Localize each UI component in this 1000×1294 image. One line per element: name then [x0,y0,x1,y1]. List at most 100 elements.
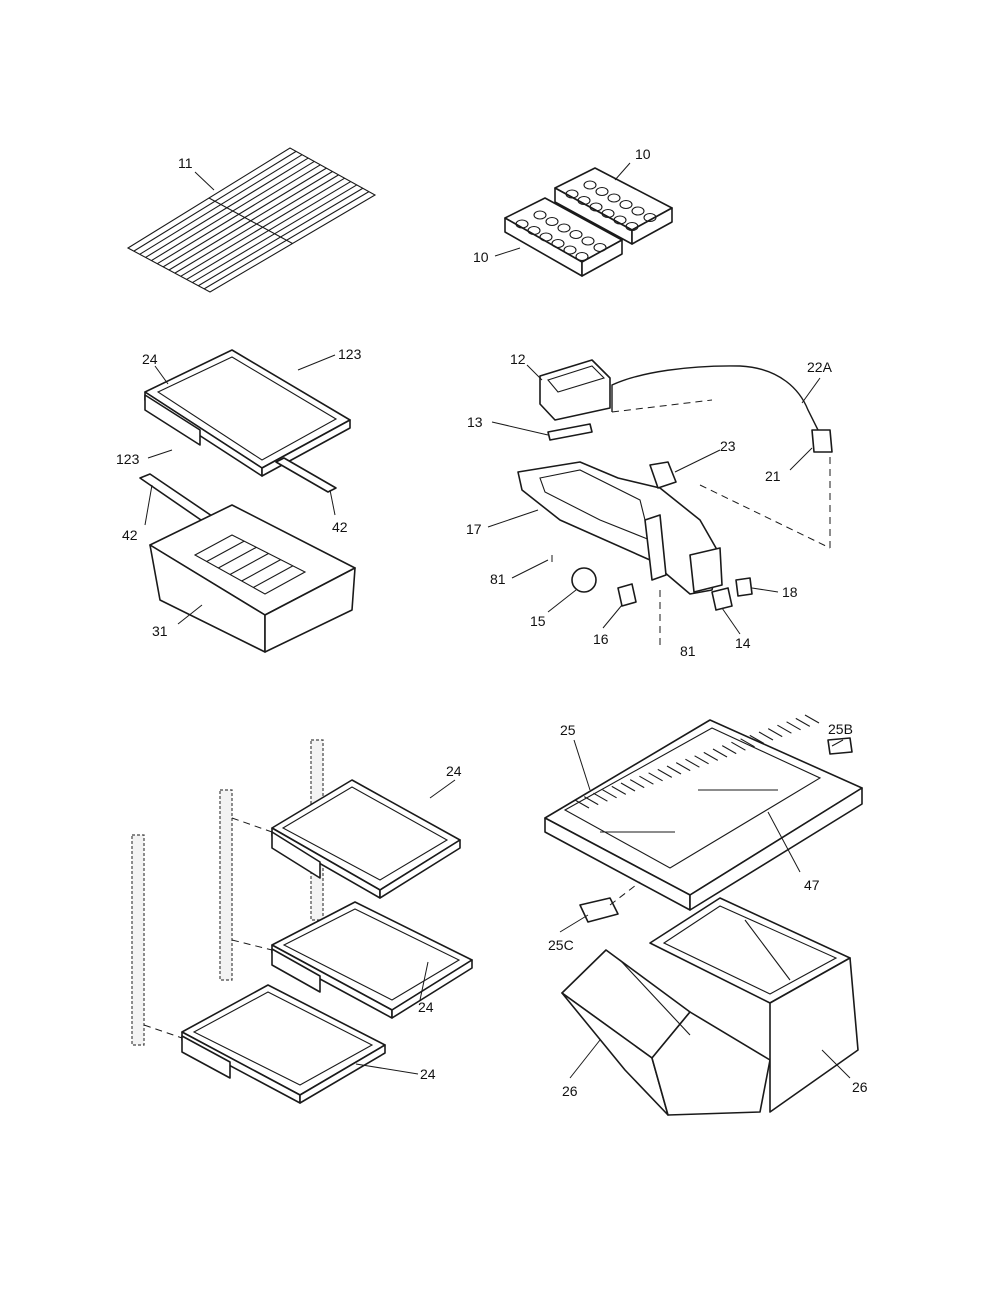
callout-123: 123 [338,346,362,362]
callout-25C: 25C [548,937,574,953]
ice-cube-cell [539,232,553,242]
crisper-drawer-31 [149,504,356,653]
glass-shelf-top [144,349,351,477]
detail-line [666,765,682,775]
ice-cube-cell [527,225,541,236]
detail-line [639,775,654,785]
callout-16: 16 [593,631,609,647]
callout-15: 15 [530,613,546,629]
ice-cube-cell [577,195,591,206]
callout-11: 11 [178,155,193,171]
detail-line [731,741,746,751]
ice-cube-cell [575,251,589,262]
ice-cube-cell [583,180,597,190]
detail-line [657,768,673,778]
callout-81: 81 [680,643,696,659]
ice-cube-cell [625,221,639,232]
detail-line [574,799,590,809]
ice-tray-lower [504,197,623,277]
callout-18: 18 [782,584,798,600]
switch-23 [649,461,677,489]
detail-line [241,559,281,582]
detail-line [685,758,700,768]
callout-24: 24 [418,999,434,1015]
crisper-drawers-26 [561,897,859,1116]
callout-47: 47 [804,877,820,893]
detail-line [602,789,617,799]
callout-10: 10 [473,249,489,265]
grommet-18 [735,577,753,597]
ice-cube-cell [619,199,633,210]
callout-21: 21 [765,468,781,484]
clip-14 [711,587,733,611]
callout-81: 81 [490,571,506,587]
wire-harness-22A [611,365,819,431]
ice-cube-cell [589,202,603,212]
ice-cube-cell [565,189,579,199]
detail-line [767,728,783,738]
ice-cube-cell [563,245,577,255]
callout-14: 14 [735,635,751,651]
callout-13: 13 [467,414,483,430]
detail-line [229,553,269,575]
detail-line [703,751,719,761]
detail-line [675,762,691,772]
ice-cube-cell [631,206,645,216]
detail-line [218,546,257,569]
callout-42: 42 [332,519,348,535]
detail-line [620,782,636,792]
detail-line [611,785,627,795]
detail-line [629,779,645,789]
ice-cube-cell [551,238,565,249]
callout-25B: 25B [828,721,853,737]
ice-cube-cell [557,223,571,233]
ice-cube-cell [593,242,607,253]
detail-line [253,565,294,588]
detail-line [208,197,293,244]
ice-cube-cell [601,208,615,219]
ice-tray-upper [554,167,673,245]
connector-21 [811,429,833,453]
callout-24: 24 [446,763,462,779]
glass-shelf-stack [143,779,473,1104]
ice-cube-cell [533,210,547,220]
wire-shelf [126,147,377,293]
detail-line [804,714,820,724]
callout-24: 24 [420,1066,436,1082]
bracket-25B [827,737,853,755]
detail-line [758,731,774,741]
ice-cube-cell [613,215,627,225]
callout-26: 26 [852,1079,868,1095]
crisper-cover-25 [544,714,863,923]
ice-cube-cell [595,186,609,197]
detail-line [795,717,811,727]
detail-line [740,738,755,748]
bulb-15 [571,567,597,593]
detail-line [648,772,663,782]
callout-31: 31 [152,623,168,639]
ice-bin-12 [539,359,611,421]
callout-10: 10 [635,146,651,162]
leader-lines [144,162,851,1079]
ice-cube-cell [581,236,595,246]
detail-line [583,796,599,806]
callout-26: 26 [562,1083,578,1099]
detail-line [786,721,801,731]
detail-line [777,724,792,734]
ice-cube-cell [569,229,583,240]
callout-22A: 22A [807,359,833,375]
socket-16 [617,583,637,607]
bracket-25C [579,897,619,923]
detail-line [749,734,765,744]
callout-25: 25 [560,722,576,738]
ice-cube-cell [607,193,621,203]
callout-23: 23 [720,438,736,454]
ice-cube-cell [545,216,559,227]
callout-42: 42 [122,527,138,543]
callout-12: 12 [510,351,526,367]
detail-line [721,745,737,755]
callout-123: 123 [116,451,140,467]
ice-maker-assembly [517,359,833,645]
detail-line [712,748,728,758]
